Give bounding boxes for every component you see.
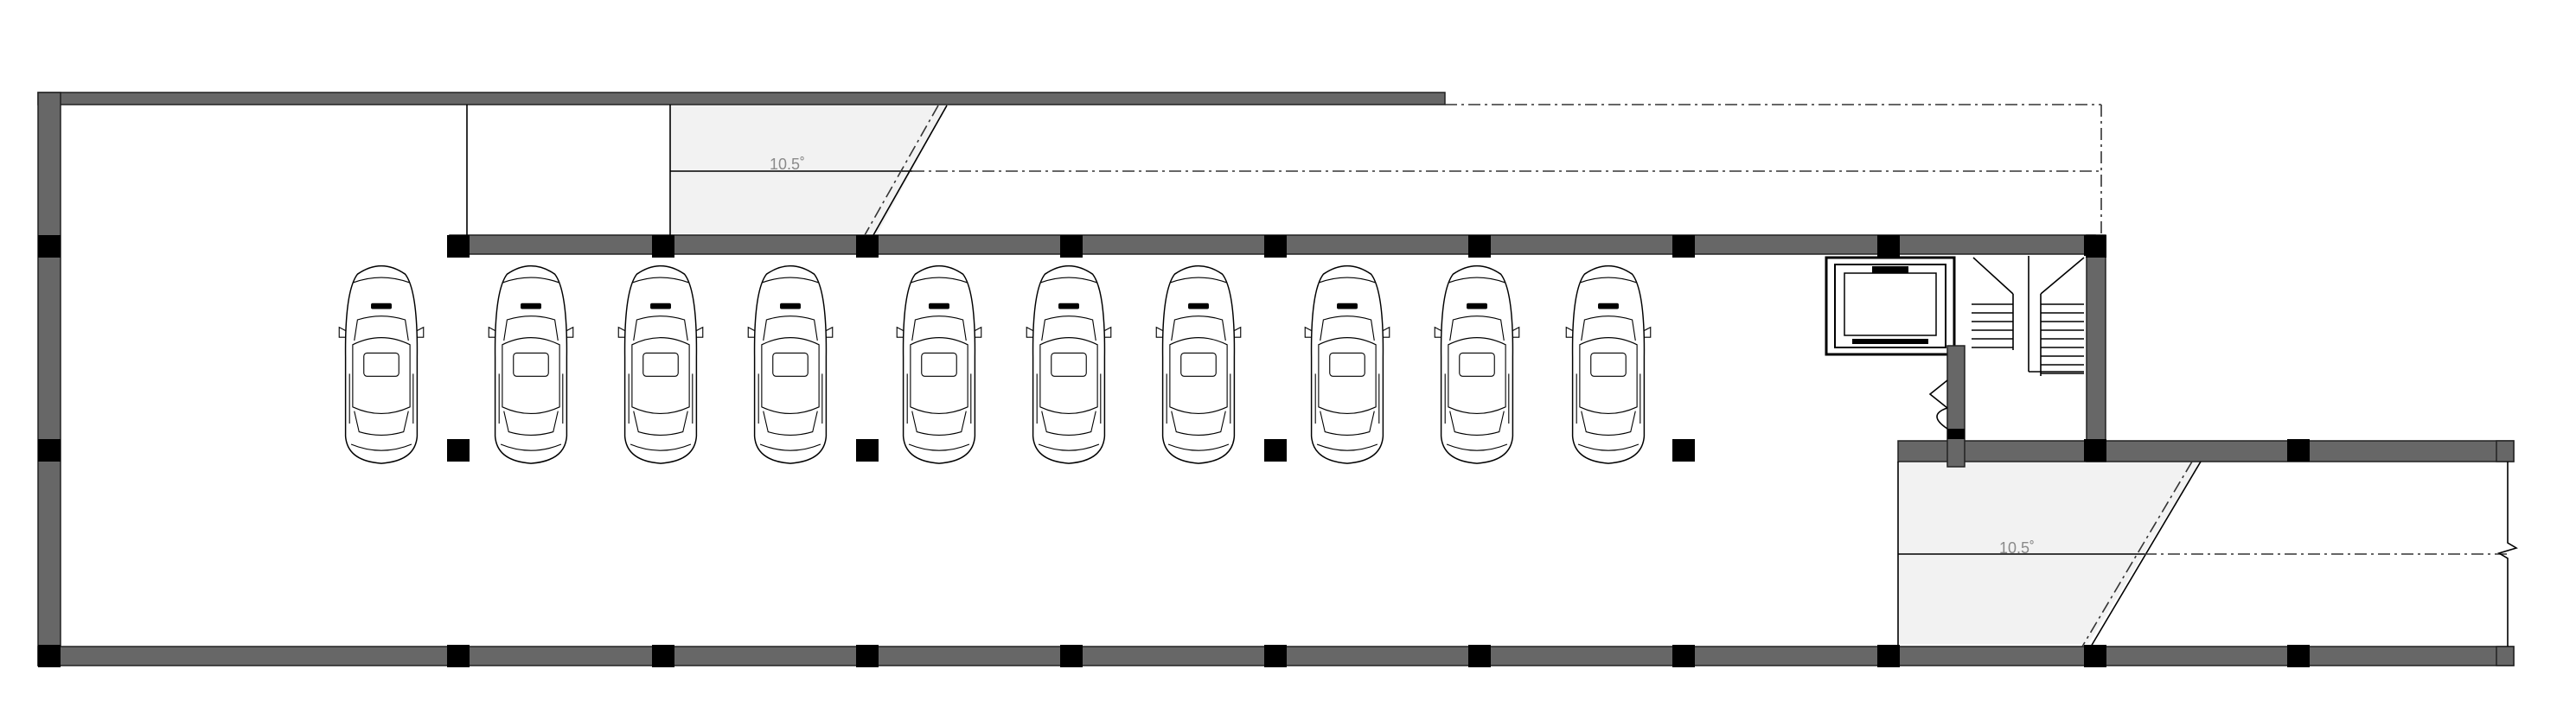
ramp-bottom-surface (1898, 462, 2201, 644)
ramp-bottom: 10.5˚ (1897, 461, 2518, 647)
car-space-1 (338, 264, 425, 464)
car-space-10 (1565, 264, 1652, 464)
parked-cars (338, 264, 1652, 464)
car-space-7 (1155, 264, 1242, 464)
ramp-top-slope-label: 10.5˚ (770, 156, 805, 173)
car-space-8 (1304, 264, 1390, 464)
ramp-bottom-slope-label: 10.5˚ (1999, 539, 2035, 557)
car-space-9 (1434, 264, 1520, 464)
car-space-6 (1026, 264, 1112, 464)
ramp-top: 10.5˚ (466, 104, 2102, 236)
elevator (1825, 256, 1966, 468)
ramp-top-surface (670, 105, 947, 233)
car-space-4 (747, 264, 834, 464)
stairs (1972, 256, 2086, 439)
car-space-2 (488, 264, 574, 464)
car-space-3 (617, 264, 704, 464)
car-space-5 (896, 264, 982, 464)
structural-columns (38, 235, 2310, 667)
